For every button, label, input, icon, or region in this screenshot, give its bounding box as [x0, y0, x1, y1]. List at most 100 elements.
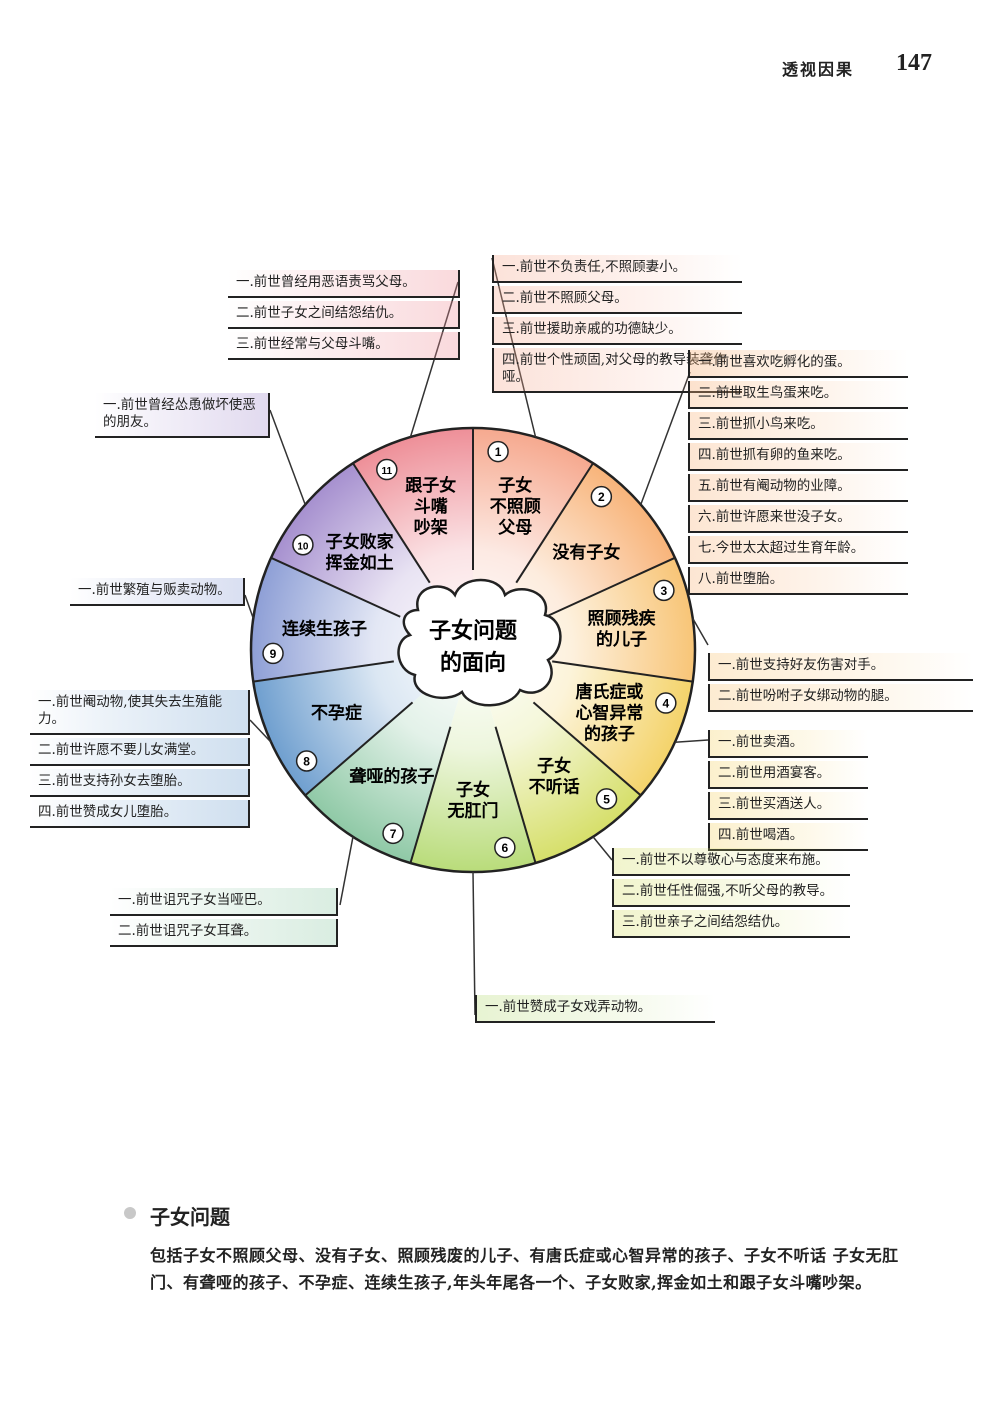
- spoke-6: [494, 726, 537, 864]
- bullet-dot: [124, 1207, 136, 1219]
- spoke-5: [532, 701, 642, 797]
- note-s11-item-1: 一.前世曾经用恶语责骂父母。: [228, 270, 460, 298]
- segment-number-badge-11: 11: [376, 458, 398, 481]
- spoke-11: [352, 462, 431, 584]
- svg-text:2: 2: [598, 490, 605, 504]
- connector-5: [592, 836, 613, 861]
- segment-label-7: 聋哑的孩子: [349, 766, 434, 787]
- svg-text:3: 3: [661, 584, 668, 598]
- note-s10-item-1: 一.前世曾经怂恿做坏使恶的朋友。: [95, 393, 270, 438]
- note-s1-item-3: 三.前世援助亲戚的功德缺少。: [492, 317, 742, 345]
- segment-label-5: 子女: [537, 756, 571, 777]
- note-s7-item-1: 一.前世诅咒子女当哑巴。: [110, 888, 338, 916]
- svg-text:5: 5: [603, 792, 610, 806]
- note-s2-item-7: 七.今世太太超过生育年龄。: [688, 536, 908, 564]
- segment-number-badge-3: 3: [653, 579, 675, 602]
- note-s8-item-3: 三.前世支持孙女去堕胎。: [30, 769, 250, 797]
- note-s5-item-3: 三.前世亲子之间结怨结仇。: [612, 910, 850, 938]
- connector-3: [692, 618, 709, 646]
- segment-label-8: 不孕症: [311, 702, 362, 723]
- section-title: 子女问题: [150, 1205, 230, 1229]
- segment-number-badge-10: 10: [292, 534, 314, 556]
- connector-1: [491, 257, 537, 438]
- connector-9: [244, 594, 254, 619]
- spoke-9: [253, 660, 394, 683]
- note-s5-item-2: 二.前世任性倔强,不听父母的教导。: [612, 879, 850, 907]
- segment-label-11: 斗嘴: [414, 497, 448, 517]
- note-s11-item-3: 三.前世经常与父母斗嘴。: [228, 332, 460, 360]
- segment-number-badge-1: 1: [487, 440, 509, 463]
- center-title-line1: 子女问题: [429, 618, 518, 644]
- spoke-10: [270, 556, 401, 618]
- note-s1-item-1: 一.前世不负责任,不照顾妻小。: [492, 255, 742, 283]
- segment-label-1: 不照顾: [490, 497, 541, 517]
- segment-label-1: 子女: [498, 475, 532, 496]
- segment-label-3: 照顾残疾: [587, 608, 655, 629]
- note-s8-item-4: 四.前世赞成女儿堕胎。: [30, 800, 250, 828]
- connector-8: [249, 719, 272, 743]
- note-s5-item-1: 一.前世不以尊敬心与态度来布施。: [612, 848, 850, 876]
- note-s3-item-2: 二.前世吩咐子女绑动物的腿。: [708, 684, 973, 712]
- note-s4-item-1: 一.前世卖酒。: [708, 730, 868, 758]
- segment-label-11: 跟子女: [405, 475, 456, 496]
- segment-label-2: 没有子女: [552, 542, 620, 563]
- segment-label-4: 唐氏症或: [575, 681, 643, 702]
- note-s3-item-1: 一.前世支持好友伤害对手。: [708, 653, 973, 681]
- note-s1-item-4: 四.前世个性顽固,对父母的教导装聋作哑。: [492, 348, 742, 393]
- spoke-2: [515, 462, 594, 584]
- note-s2-item-5: 五.前世有阉动物的业障。: [688, 474, 908, 502]
- note-s2-item-8: 八.前世堕胎。: [688, 567, 908, 595]
- note-s8-item-2: 二.前世许愿不要儿女满堂。: [30, 738, 250, 766]
- note-s4-item-2: 二.前世用酒宴客。: [708, 761, 868, 789]
- segment-label-10: 子女败家: [326, 531, 394, 552]
- svg-text:9: 9: [270, 647, 277, 661]
- note-s4-item-4: 四.前世喝酒。: [708, 823, 868, 851]
- connector-6: [472, 871, 476, 1016]
- note-s1-item-2: 二.前世不照顾父母。: [492, 286, 742, 314]
- connector-10: [269, 409, 306, 505]
- segment-label-1: 父母: [497, 518, 532, 538]
- wheel-spokes: [253, 428, 693, 864]
- note-s8-item-1: 一.前世阉动物,使其失去生殖能力。: [30, 690, 250, 735]
- svg-text:7: 7: [390, 827, 397, 841]
- segment-number-badge-5: 5: [595, 788, 618, 810]
- segment-label-5: 不听话: [529, 777, 580, 798]
- svg-text:11: 11: [382, 466, 393, 477]
- spoke-7: [409, 726, 452, 864]
- spoke-3: [545, 556, 676, 618]
- segment-number-badge-8: 8: [295, 750, 318, 772]
- note-s2-item-6: 六.前世许愿来世没子女。: [688, 505, 908, 533]
- spoke-4: [552, 660, 693, 683]
- note-s9-item-1: 一.前世繁殖与贩卖动物。: [70, 578, 245, 606]
- segment-label-4: 的孩子: [584, 723, 635, 744]
- segment-number-badge-9: 9: [262, 642, 284, 665]
- connector-4: [674, 739, 709, 743]
- note-s2-item-3: 三.前世抓小鸟来吃。: [688, 412, 908, 440]
- segment-labels: 1子女不照顾父母2没有子女3照顾残疾的儿子4唐氏症或心智异常的孩子5子女不听话6…: [262, 440, 677, 859]
- center-cloud: [397, 578, 562, 707]
- svg-text:4: 4: [662, 697, 669, 711]
- segment-label-4: 心智异常: [575, 702, 643, 723]
- segment-number-badge-7: 7: [382, 822, 404, 845]
- mind-map-diagram: 1子女不照顾父母2没有子女3照顾残疾的儿子4唐氏症或心智异常的孩子5子女不听话6…: [244, 257, 709, 1016]
- note-s7-item-2: 二.前世诅咒子女耳聋。: [110, 919, 338, 947]
- svg-text:8: 8: [303, 754, 310, 768]
- connector-7: [339, 836, 354, 906]
- segment-label-10: 挥金如土: [326, 552, 394, 573]
- note-s4-item-3: 三.前世买酒送人。: [708, 792, 868, 820]
- svg-text:6: 6: [502, 841, 509, 855]
- running-header: 透视因果: [782, 60, 855, 79]
- segment-label-9: 连续生孩子: [282, 619, 367, 640]
- svg-text:1: 1: [495, 445, 502, 459]
- note-s2-item-2: 二.前世取生鸟蛋来吃。: [688, 381, 908, 409]
- segment-label-11: 吵架: [414, 517, 448, 538]
- spoke-8: [304, 701, 414, 797]
- section-body: 包括子女不照顾父母、没有子女、照顾残废的儿子、有唐氏症或心智异常的孩子、子女不听…: [150, 1246, 899, 1292]
- segment-number-badge-2: 2: [590, 485, 613, 508]
- segment-label-3: 的儿子: [596, 629, 647, 650]
- segment-number-badge-6: 6: [494, 836, 516, 859]
- segment-label-6: 子女: [456, 780, 490, 801]
- note-s11-item-2: 二.前世子女之间结怨结仇。: [228, 301, 460, 329]
- segment-label-6: 无肛门: [447, 801, 499, 822]
- page-number: 147: [896, 50, 932, 76]
